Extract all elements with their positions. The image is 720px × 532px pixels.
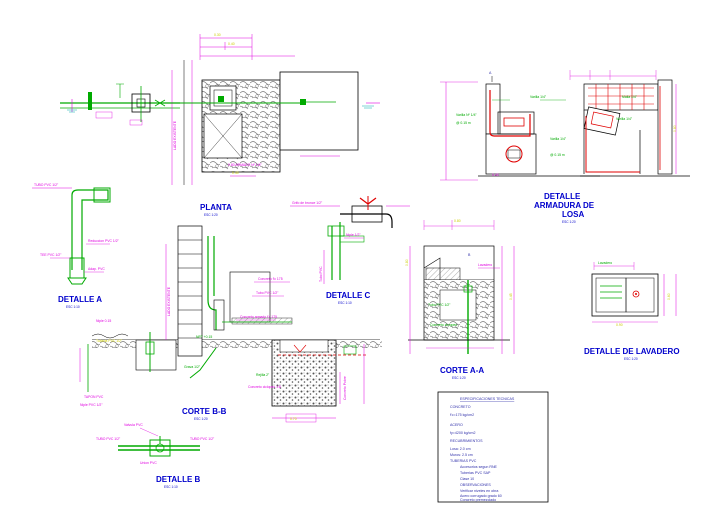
- detalle-lavadero-view: Lavadero 0.60 0.90 DETALLE DE LAVADERO E…: [584, 261, 680, 361]
- svg-text:Valvula PVC: Valvula PVC: [124, 423, 143, 427]
- svg-text:0.80: 0.80: [454, 219, 461, 223]
- detalle-a-view: TUBO PVC 1/2" TEE PVC 1/2" Reduccion PVC…: [32, 183, 120, 309]
- detalle-losa-title-2: ARMADURA DE: [534, 201, 595, 210]
- corte-b-marker: B: [468, 253, 471, 257]
- corte-aa-scale: ESC 1:20: [452, 376, 466, 380]
- svg-text:0.80: 0.80: [405, 259, 409, 266]
- notes-line-11: Clase 10: [460, 477, 474, 481]
- lado-existente-label-2: LADO EXISTENTE: [167, 286, 171, 316]
- svg-text:0.60: 0.60: [667, 293, 671, 300]
- svg-text:Malla 1/4": Malla 1/4": [622, 95, 638, 99]
- notes-line-10: Tuberias PVC SAP: [460, 471, 491, 475]
- svg-text:Tubo PVC 1/2": Tubo PVC 1/2": [428, 303, 451, 307]
- notes-line-5: RECUBRIMIENTOS: [450, 439, 483, 443]
- detalle-b-title: DETALLE B: [156, 475, 201, 484]
- svg-text:Adap. PVC: Adap. PVC: [88, 267, 105, 271]
- detalle-c-title: DETALLE C: [326, 291, 371, 300]
- svg-text:Varilla 1/4": Varilla 1/4": [530, 95, 547, 99]
- svg-text:TUBO PVC 1/2": TUBO PVC 1/2": [96, 437, 121, 441]
- corte-aa-title: CORTE A-A: [440, 366, 484, 375]
- svg-text:0.90: 0.90: [616, 323, 623, 327]
- notes-line-3: ACERO: [450, 423, 463, 427]
- notes-line-1: CONCRETO: [450, 405, 471, 409]
- notes-line-15: Concreto premezclado: [460, 498, 496, 502]
- corte-aa-view: 0.80 0.80 0.45 B Lavadero Tubo PVC 1/2" …: [405, 219, 515, 380]
- svg-text:TAPON PVC: TAPON PVC: [84, 395, 104, 399]
- lado-existente-label: LADO EXISTENTE: [173, 120, 177, 150]
- svg-text:Rejilla 2": Rejilla 2": [256, 373, 270, 377]
- detalle-lavadero-scale: ESC 1:20: [624, 357, 638, 361]
- notes-line-13: Verificar niveles en obra: [460, 489, 498, 493]
- svg-text:Concreto Pobre: Concreto Pobre: [343, 376, 347, 400]
- detalle-a-title: DETALLE A: [58, 295, 102, 304]
- planta-scale: ESC 1:20: [204, 213, 218, 217]
- svg-text:Reduccion PVC 1/2": Reduccion PVC 1/2": [88, 239, 120, 243]
- svg-text:TEE PVC 1/2": TEE PVC 1/2": [40, 253, 62, 257]
- corte-bb-title: CORTE B-B: [182, 407, 227, 416]
- detalle-b-view: Valvula PVC TUBO PVC 1/2" TUBO PVC 1/2" …: [96, 423, 215, 489]
- detalle-c-scale: ESC 1:10: [338, 301, 352, 305]
- svg-text:Grava 1/2": Grava 1/2": [184, 365, 201, 369]
- svg-text:Union PVC: Union PVC: [140, 461, 157, 465]
- notes-line-0: ESPECIFICACIONES TECNICAS: [460, 397, 515, 401]
- specifications-notes: ESPECIFICACIONES TECNICAS CONCRETO f'c=1…: [437, 391, 549, 503]
- svg-text:Niple PVC 1/2": Niple PVC 1/2": [80, 403, 103, 407]
- svg-text:0.40: 0.40: [492, 173, 499, 177]
- notes-line-7: Muros: 2.5 cm: [450, 453, 473, 457]
- notes-line-14: Acero corrugado grado 60: [460, 494, 502, 498]
- svg-text:Concreto ciclopeo: Concreto ciclopeo: [430, 323, 457, 327]
- planta-title: PLANTA: [200, 203, 232, 212]
- detalle-losa-title-3: LOSA: [562, 210, 584, 219]
- corte-bb-view: LADO EXISTENTE Concreto f'c 175 Tubo PVC…: [79, 225, 382, 423]
- svg-text:0.45: 0.45: [509, 293, 513, 300]
- svg-text:Concreto f'c 175: Concreto f'c 175: [258, 277, 283, 281]
- detalle-c-view: Grifo de bronce 1/2" Niple 1/2" Tubo PVC…: [290, 196, 410, 305]
- svg-text:Varilla Nº 1/4": Varilla Nº 1/4": [456, 113, 477, 117]
- svg-text:Tubo PVC 1/2": Tubo PVC 1/2": [256, 291, 279, 295]
- svg-text:@ 0.15 m: @ 0.15 m: [456, 121, 471, 125]
- svg-text:Varilla 1/4": Varilla 1/4": [616, 117, 633, 121]
- svg-text:Grifo de bronce 1/2": Grifo de bronce 1/2": [292, 201, 323, 205]
- svg-text:TUBO PVC 1/2": TUBO PVC 1/2": [34, 183, 59, 187]
- notes-line-8: TUBERIAS PVC: [450, 459, 477, 463]
- detalle-a-scale: ESC 1:10: [66, 305, 80, 309]
- svg-text:NPT +0.15: NPT +0.15: [196, 335, 212, 339]
- svg-text:@ 0.15 m: @ 0.15 m: [550, 153, 565, 157]
- svg-text:0.80 ARMADO Nº 1/4": 0.80 ARMADO Nº 1/4": [228, 163, 263, 167]
- detalle-losa-scale: ESC 1:20: [562, 220, 576, 224]
- svg-text:Lavadero: Lavadero: [598, 261, 612, 265]
- planta-view: LADO EXISTENTE 0.30 0.40 0.40 0.80 ARMAD…: [60, 33, 380, 217]
- svg-text:0.40: 0.40: [232, 171, 239, 175]
- svg-text:0.30: 0.30: [214, 33, 221, 37]
- svg-text:0.70: 0.70: [290, 417, 297, 421]
- notes-line-2: f'c=175 kg/cm2: [450, 413, 474, 417]
- svg-text:Niple 1/2": Niple 1/2": [346, 233, 361, 237]
- detalle-losa-view: A Varilla Nº 1/4" @ 0.15 m Varilla 1/4" …: [440, 70, 690, 224]
- detalle-lavadero-title: DETALLE DE LAVADERO: [584, 347, 680, 356]
- svg-text:0.40: 0.40: [228, 42, 235, 46]
- detalle-losa-title-1: DETALLE: [544, 192, 581, 201]
- svg-text:Tuberia PVC 1/2": Tuberia PVC 1/2": [96, 339, 123, 343]
- svg-text:Concreto ciclopeo 1:8: Concreto ciclopeo 1:8: [248, 385, 281, 389]
- svg-text:Lavadero: Lavadero: [478, 263, 492, 267]
- svg-text:Tubo PVC: Tubo PVC: [319, 266, 323, 282]
- detalle-b-scale: ESC 1:10: [164, 485, 178, 489]
- svg-text:Concreto armado f'c 175: Concreto armado f'c 175: [240, 315, 277, 319]
- corte-a-marker: A: [489, 71, 492, 75]
- svg-text:Niple 0.15: Niple 0.15: [96, 319, 111, 323]
- corte-bb-scale: ESC 1:20: [194, 417, 208, 421]
- notes-line-12: OBSERVACIONES: [460, 483, 491, 487]
- notes-line-9: Accesorios segun RNE: [460, 465, 498, 469]
- notes-line-4: fy=4200 kg/cm2: [450, 431, 475, 435]
- notes-line-6: Losa: 2.0 cm: [450, 447, 471, 451]
- svg-text:Varilla 1/4": Varilla 1/4": [550, 137, 567, 141]
- svg-text:0.80: 0.80: [673, 125, 677, 132]
- svg-text:TUBO PVC 1/2": TUBO PVC 1/2": [190, 437, 215, 441]
